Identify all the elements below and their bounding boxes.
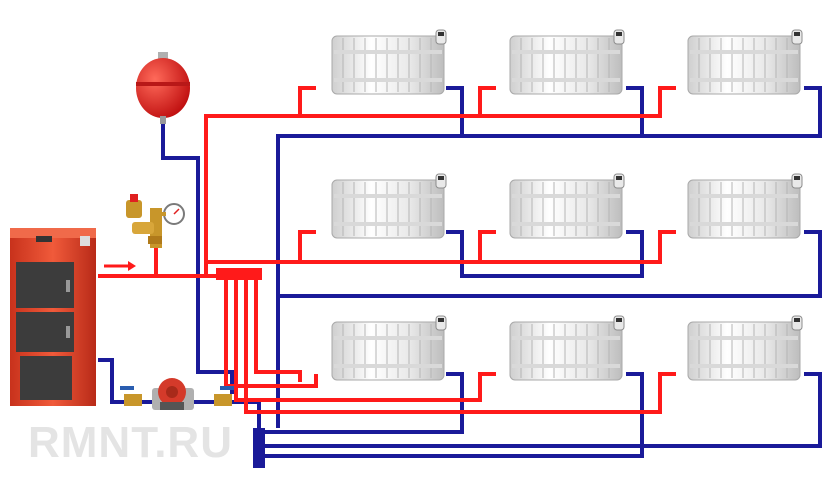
pressure-gauge-icon [160, 203, 185, 225]
supply-pipe [254, 280, 302, 382]
return-pipe [259, 372, 464, 434]
supply-pipe [224, 280, 318, 388]
radiator-icon [687, 29, 803, 95]
supply-pipe [478, 230, 496, 262]
supply-pipe [298, 86, 316, 116]
radiator-icon [687, 173, 803, 239]
ball-valve-icon [120, 386, 142, 406]
supply-pipe [478, 86, 496, 116]
return-pipe [278, 230, 822, 298]
boiler-icon [10, 228, 96, 406]
supply-pipe [204, 86, 676, 276]
return-pipe [446, 230, 644, 278]
safety-group-icon [126, 194, 162, 248]
return-pipe [259, 372, 822, 448]
return-pipe [446, 86, 464, 136]
return-pipe [98, 358, 124, 404]
ball-valve-icon [214, 386, 234, 406]
radiator-icon [331, 29, 447, 95]
return-pipe [161, 124, 234, 394]
radiator-icon [331, 315, 447, 381]
radiator-icon [687, 315, 803, 381]
radiator-icon [509, 29, 625, 95]
radiator-icon [331, 173, 447, 239]
supply-manifold [216, 268, 262, 280]
return-pipe [276, 86, 822, 428]
return-pipe [626, 372, 644, 446]
flow-direction-arrow-icon [104, 261, 136, 271]
return-pipe [259, 446, 644, 458]
supply-pipe [206, 230, 676, 264]
expansion-tank-icon [136, 52, 190, 124]
return-pipe [626, 86, 644, 136]
circulation-pump-icon [152, 378, 194, 410]
supply-pipe [244, 280, 676, 414]
radiator-icon [509, 315, 625, 381]
return-manifold [253, 428, 265, 468]
radiator-icon [509, 173, 625, 239]
supply-pipe [298, 230, 316, 262]
supply-pipe [234, 280, 496, 402]
